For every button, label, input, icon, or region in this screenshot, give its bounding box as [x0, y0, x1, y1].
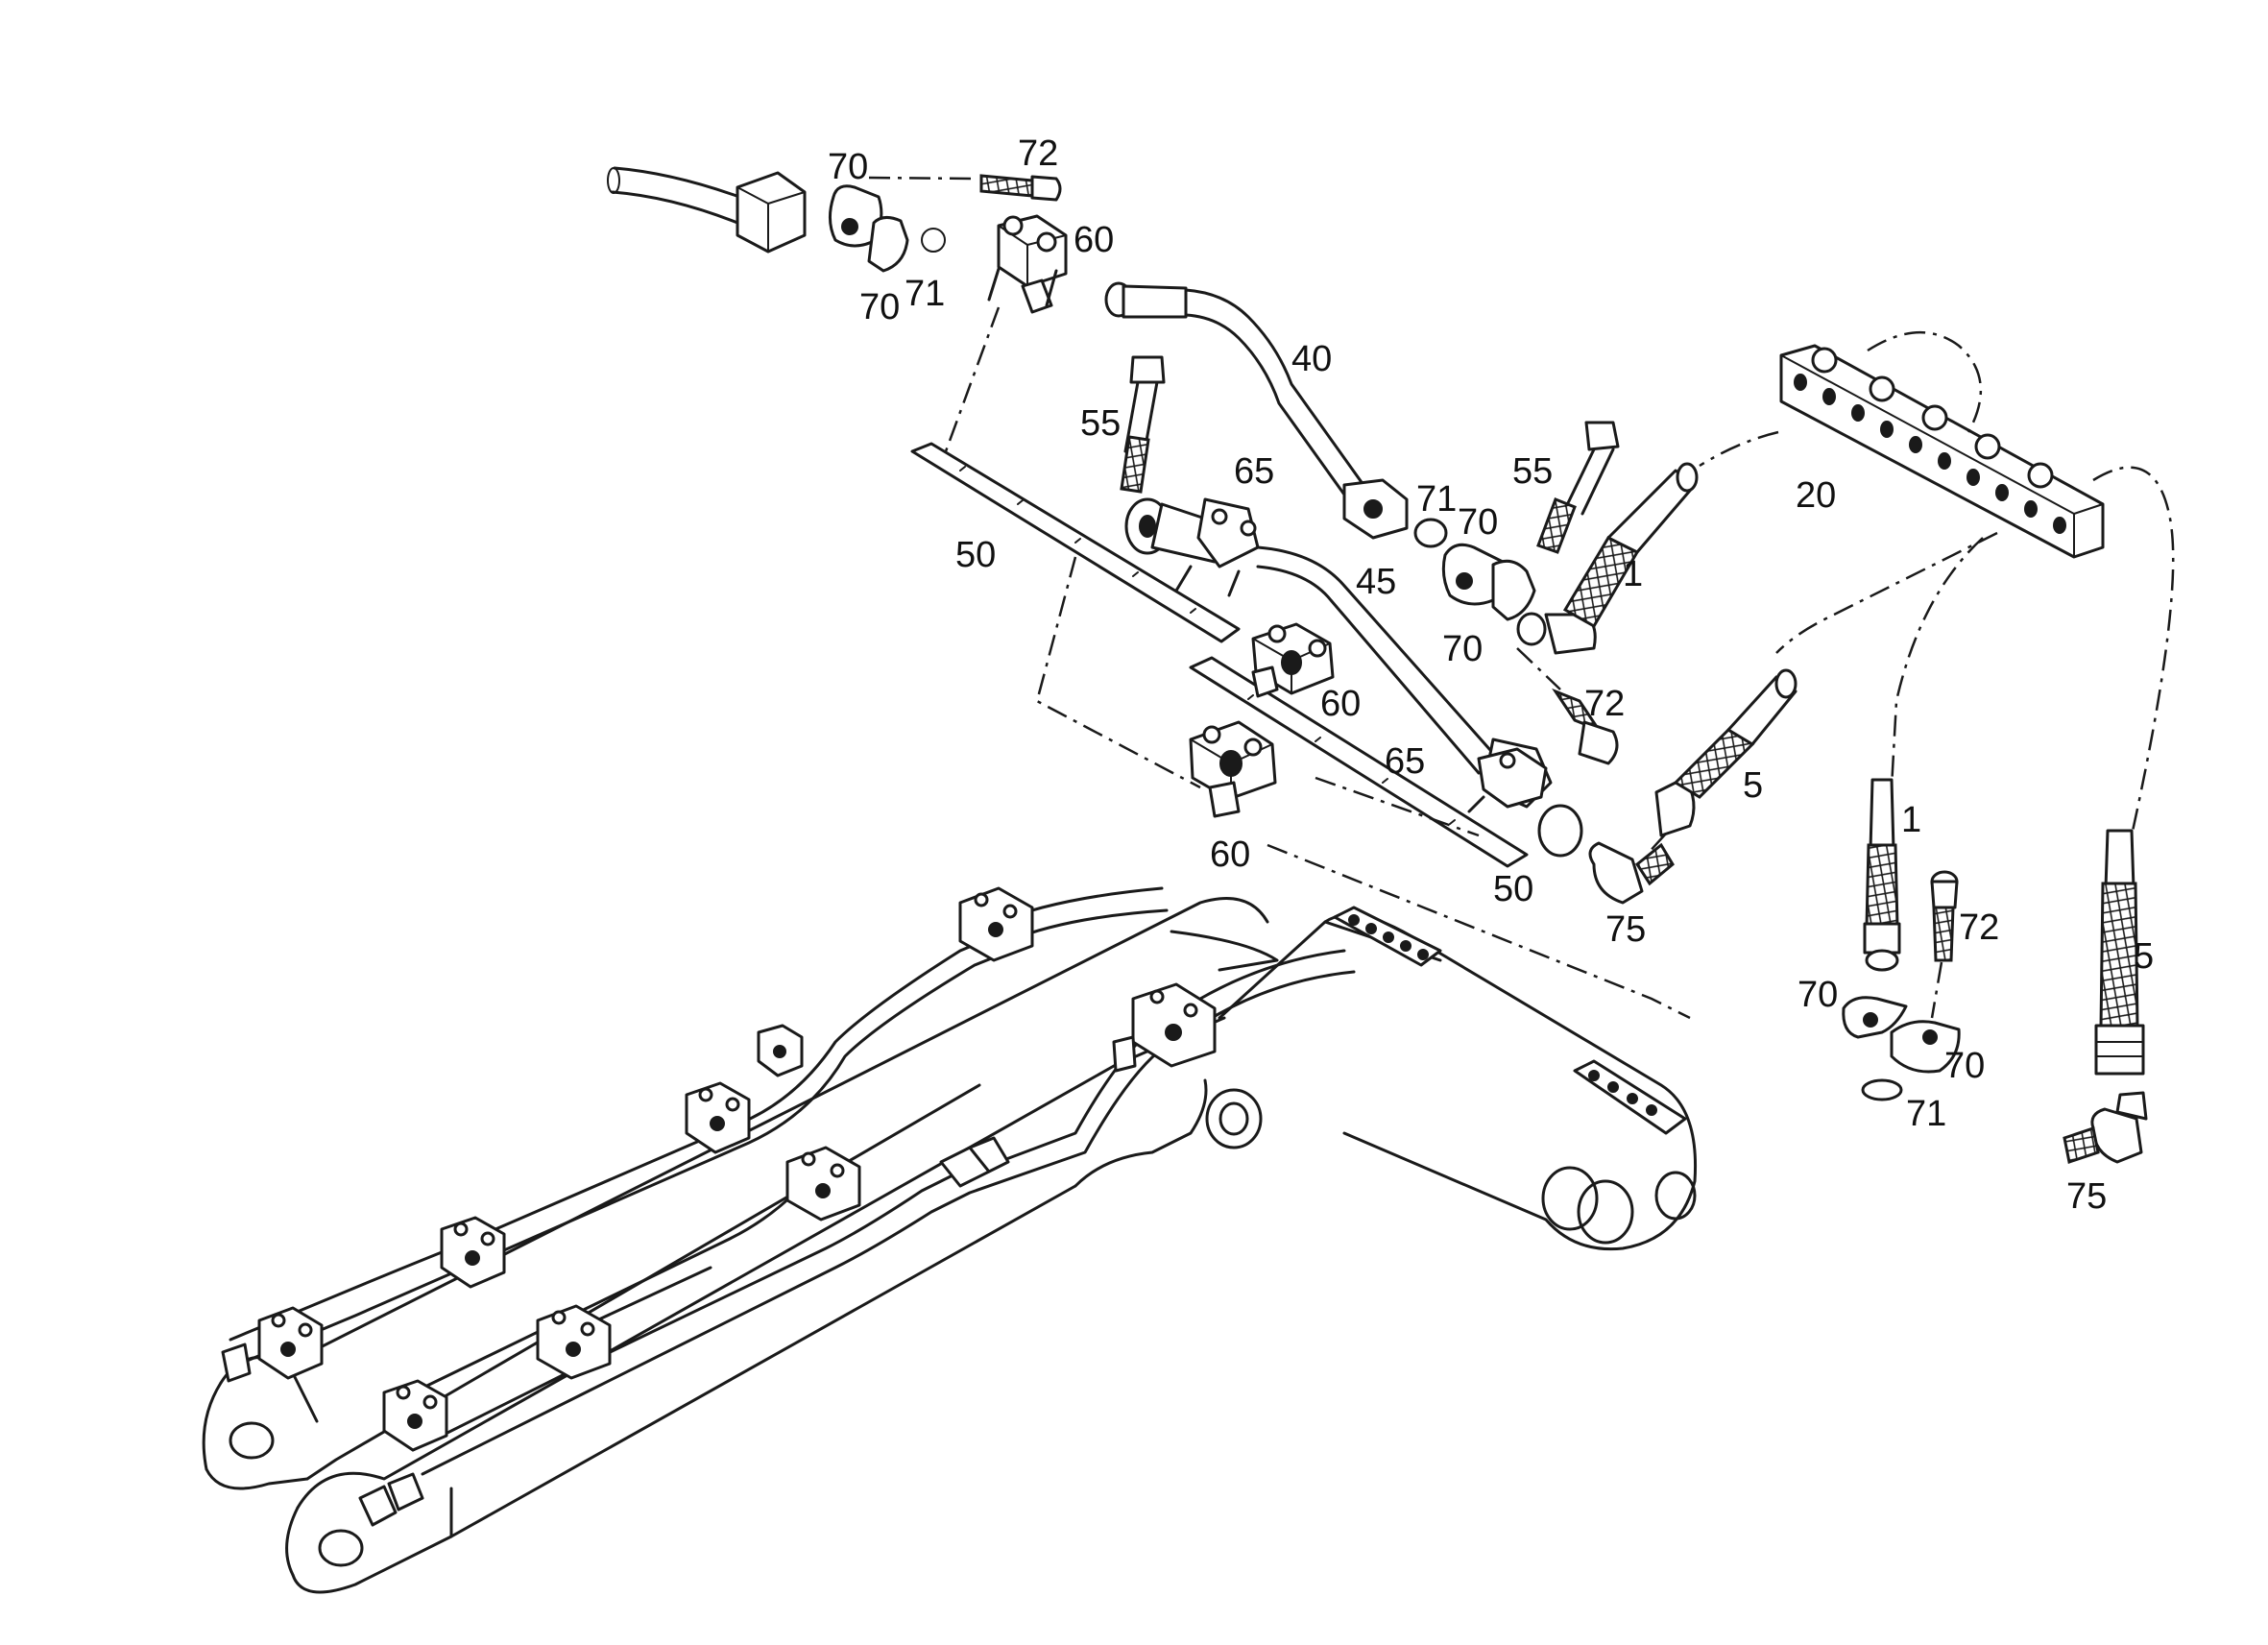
label-1-upper: 1: [1623, 554, 1643, 594]
label-72-mid: 72: [1584, 684, 1625, 724]
label-60-top: 60: [1074, 220, 1114, 260]
boom-clamps: [221, 886, 1217, 1527]
boom-clamp: [757, 1024, 804, 1077]
flange-70-right-left: [1842, 996, 1908, 1039]
bar-50-lower: [1189, 656, 1529, 868]
bar-50-upper: [910, 442, 1241, 643]
leader-manifold-to-hose1: [1699, 430, 1779, 468]
label-45: 45: [1356, 562, 1396, 602]
manifold-ports: [1794, 374, 2066, 534]
label-65-lower: 65: [1385, 741, 1425, 782]
leader-bolt72-to-flange: [1930, 961, 1943, 1019]
leader-72-to-flange: [868, 176, 973, 181]
boom-clamp: [382, 1379, 448, 1452]
bolt-72-right: [1930, 870, 1959, 962]
leader-manifold-loop-top: [1867, 330, 1983, 433]
bolt-55-left: [1120, 355, 1166, 494]
boom-clamp: [1112, 982, 1217, 1073]
elbow-75-right: [2063, 1091, 2148, 1164]
label-70-mid: 70: [1458, 502, 1498, 543]
clamp-60-middle: [1251, 622, 1335, 698]
part-labels: 72 70 60 70 71 40 55 65 50 55 71 70 45 2…: [828, 133, 2154, 1217]
hose-5-right: [2094, 829, 2145, 1076]
label-40: 40: [1291, 339, 1332, 379]
flange-70-mid: [1441, 543, 1536, 621]
clamp-60-lower: [1189, 720, 1277, 818]
hose-end-top-left: [607, 166, 807, 254]
label-72-right: 72: [1959, 907, 1999, 948]
boom-port-strip-lower: [1573, 1059, 1687, 1135]
label-50-upper: 50: [955, 535, 996, 575]
bolt-72-mid: [1552, 688, 1619, 765]
label-72-top: 72: [1018, 133, 1058, 174]
label-55-right: 55: [1512, 451, 1553, 492]
hose-5-upper: [1654, 668, 1798, 837]
label-70-top: 70: [828, 147, 868, 187]
leader-clamp-to-bar: [944, 306, 1001, 452]
seal-71-right: [1861, 1078, 1903, 1101]
bolt-72-top: [979, 174, 1062, 202]
manifold-block-20: [1779, 344, 2105, 559]
label-71-top: 71: [905, 274, 945, 314]
boom-clamp: [958, 886, 1034, 962]
label-75-right: 75: [2066, 1176, 2107, 1217]
label-55-left: 55: [1080, 403, 1121, 444]
hose-1-right: [1863, 778, 1901, 972]
label-70-right-left: 70: [1798, 975, 1838, 1015]
label-70-right-right: 70: [1944, 1046, 1985, 1086]
clamp-60-top: [987, 214, 1068, 314]
flange-70-right-right: [1890, 1020, 1961, 1074]
label-71-right: 71: [1906, 1094, 1946, 1134]
bolt-55-right: [1536, 421, 1620, 554]
boom-clamp: [440, 1216, 506, 1289]
label-50-lower: 50: [1493, 869, 1533, 909]
boom-port-strip-upper: [1333, 906, 1442, 967]
leader-manifold-to-hose1-right: [1890, 537, 1984, 788]
boom-end-fitting-left: [221, 1343, 252, 1383]
boom-clamp: [685, 1081, 751, 1154]
seal-71-mid: [1413, 518, 1448, 548]
label-5-upper: 5: [1743, 765, 1763, 806]
boom-clamp: [257, 1306, 324, 1380]
label-71-mid: 71: [1416, 479, 1457, 520]
elbow-75-upper: [1588, 841, 1675, 905]
hose-1-upper: [1516, 462, 1699, 655]
boom-end-fitting-right: [358, 1472, 424, 1527]
label-20: 20: [1796, 475, 1836, 516]
label-60-lower: 60: [1210, 835, 1250, 875]
leader-bar-box-right: [1315, 776, 1480, 837]
leader-manifold-loop-right: [2092, 466, 2175, 836]
clamp-65-lower: [1467, 747, 1548, 813]
flange-half-70-top: [829, 184, 946, 273]
boom-clamp: [785, 1146, 861, 1222]
leader-manifold-to-hose5: [1775, 531, 1998, 654]
label-1-right: 1: [1901, 800, 1921, 840]
label-60-middle: 60: [1320, 684, 1361, 724]
boom-union-fitting: [939, 1136, 1010, 1188]
label-5-right: 5: [2134, 936, 2154, 977]
leader-hose5-to-elbow: [1646, 833, 1667, 856]
manifold-top-bolts: [1811, 347, 2054, 489]
pipe-40: [1104, 281, 1409, 540]
boom-clamp: [536, 1304, 612, 1380]
clamp-65-upper: [1124, 497, 1260, 597]
label-70-mid-lower: 70: [1442, 629, 1483, 669]
label-70-top-lower: 70: [859, 287, 900, 327]
label-65-upper: 65: [1234, 451, 1274, 492]
label-75-upper: 75: [1605, 909, 1646, 950]
boom-structure: [202, 886, 1698, 1594]
leader-bar-box-lower: [1267, 843, 1691, 1020]
leader-70-to-72: [1516, 647, 1561, 690]
leader-bar-box-left: [1035, 556, 1201, 789]
